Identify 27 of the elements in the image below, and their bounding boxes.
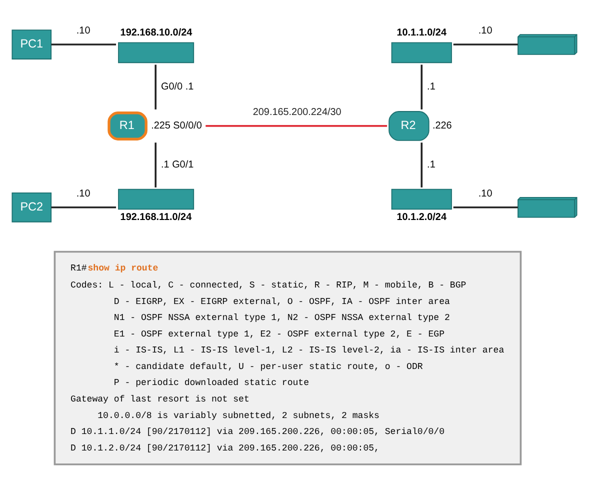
connector: [420, 64, 423, 110]
node-label: 10.1.1.0/24: [396, 27, 446, 38]
connector: [51, 44, 116, 46]
edge-label: .10: [76, 188, 90, 200]
node-label: 192.168.11.0/24: [120, 212, 192, 223]
node-box: PC2: [12, 192, 52, 222]
edge-label: .10: [478, 188, 492, 200]
connector: [453, 206, 518, 208]
edge-label: .10: [478, 25, 492, 36]
connector: [420, 142, 423, 188]
edge-label: .1: [427, 159, 436, 170]
edge-label: .10: [76, 25, 90, 36]
connector: [154, 64, 156, 110]
node-label: 10.1.2.0/24: [396, 212, 446, 223]
connector: [51, 206, 116, 208]
edge-label: .1 G0/1: [161, 159, 194, 170]
node-box: PC1: [12, 30, 52, 60]
node-label: 192.168.10.0/24: [120, 27, 192, 38]
edge-label: .1: [427, 82, 436, 93]
connector: [154, 142, 156, 188]
node-label: .226: [432, 120, 452, 132]
edge-label: 209.165.200.224/30: [252, 106, 342, 118]
edge-label: G0/0 .1: [161, 82, 194, 93]
node-box: R1#show ip route Codes: L - local, C - connected, S - static, R - RIP, M - mobile, B - BGP D - EIGRP, EX - EIGRP external, O - OSPF, IA - OSPF inter area N1 - OSPF NSSA external type 1, N2 - OSPF NSSA external type 2 E1 - OSPF external type 1, E2 - OSPF external type 2, E - EGP i - IS-IS, L1 - IS-IS level-1, L2 - IS-IS level-2, ia - IS-IS inter area * - candidate default, U - per-user static route, o - ODR P - periodic downloaded static route Gateway of last resort is not set 10.0.0.0/8 is variably subnetted, 2 subnets, 2 masks D 10.1.1.0/24 [90/2170112] via 209.165.200.226, 00:00:05, Serial0/0/0 D 10.1.2.0/24 [90/2170112] via 209.165.200.226, 00:00:05,: [54, 250, 522, 466]
connector: [453, 44, 518, 46]
connector: [206, 125, 388, 127]
node-label: .225 S0/0/0: [151, 120, 202, 132]
